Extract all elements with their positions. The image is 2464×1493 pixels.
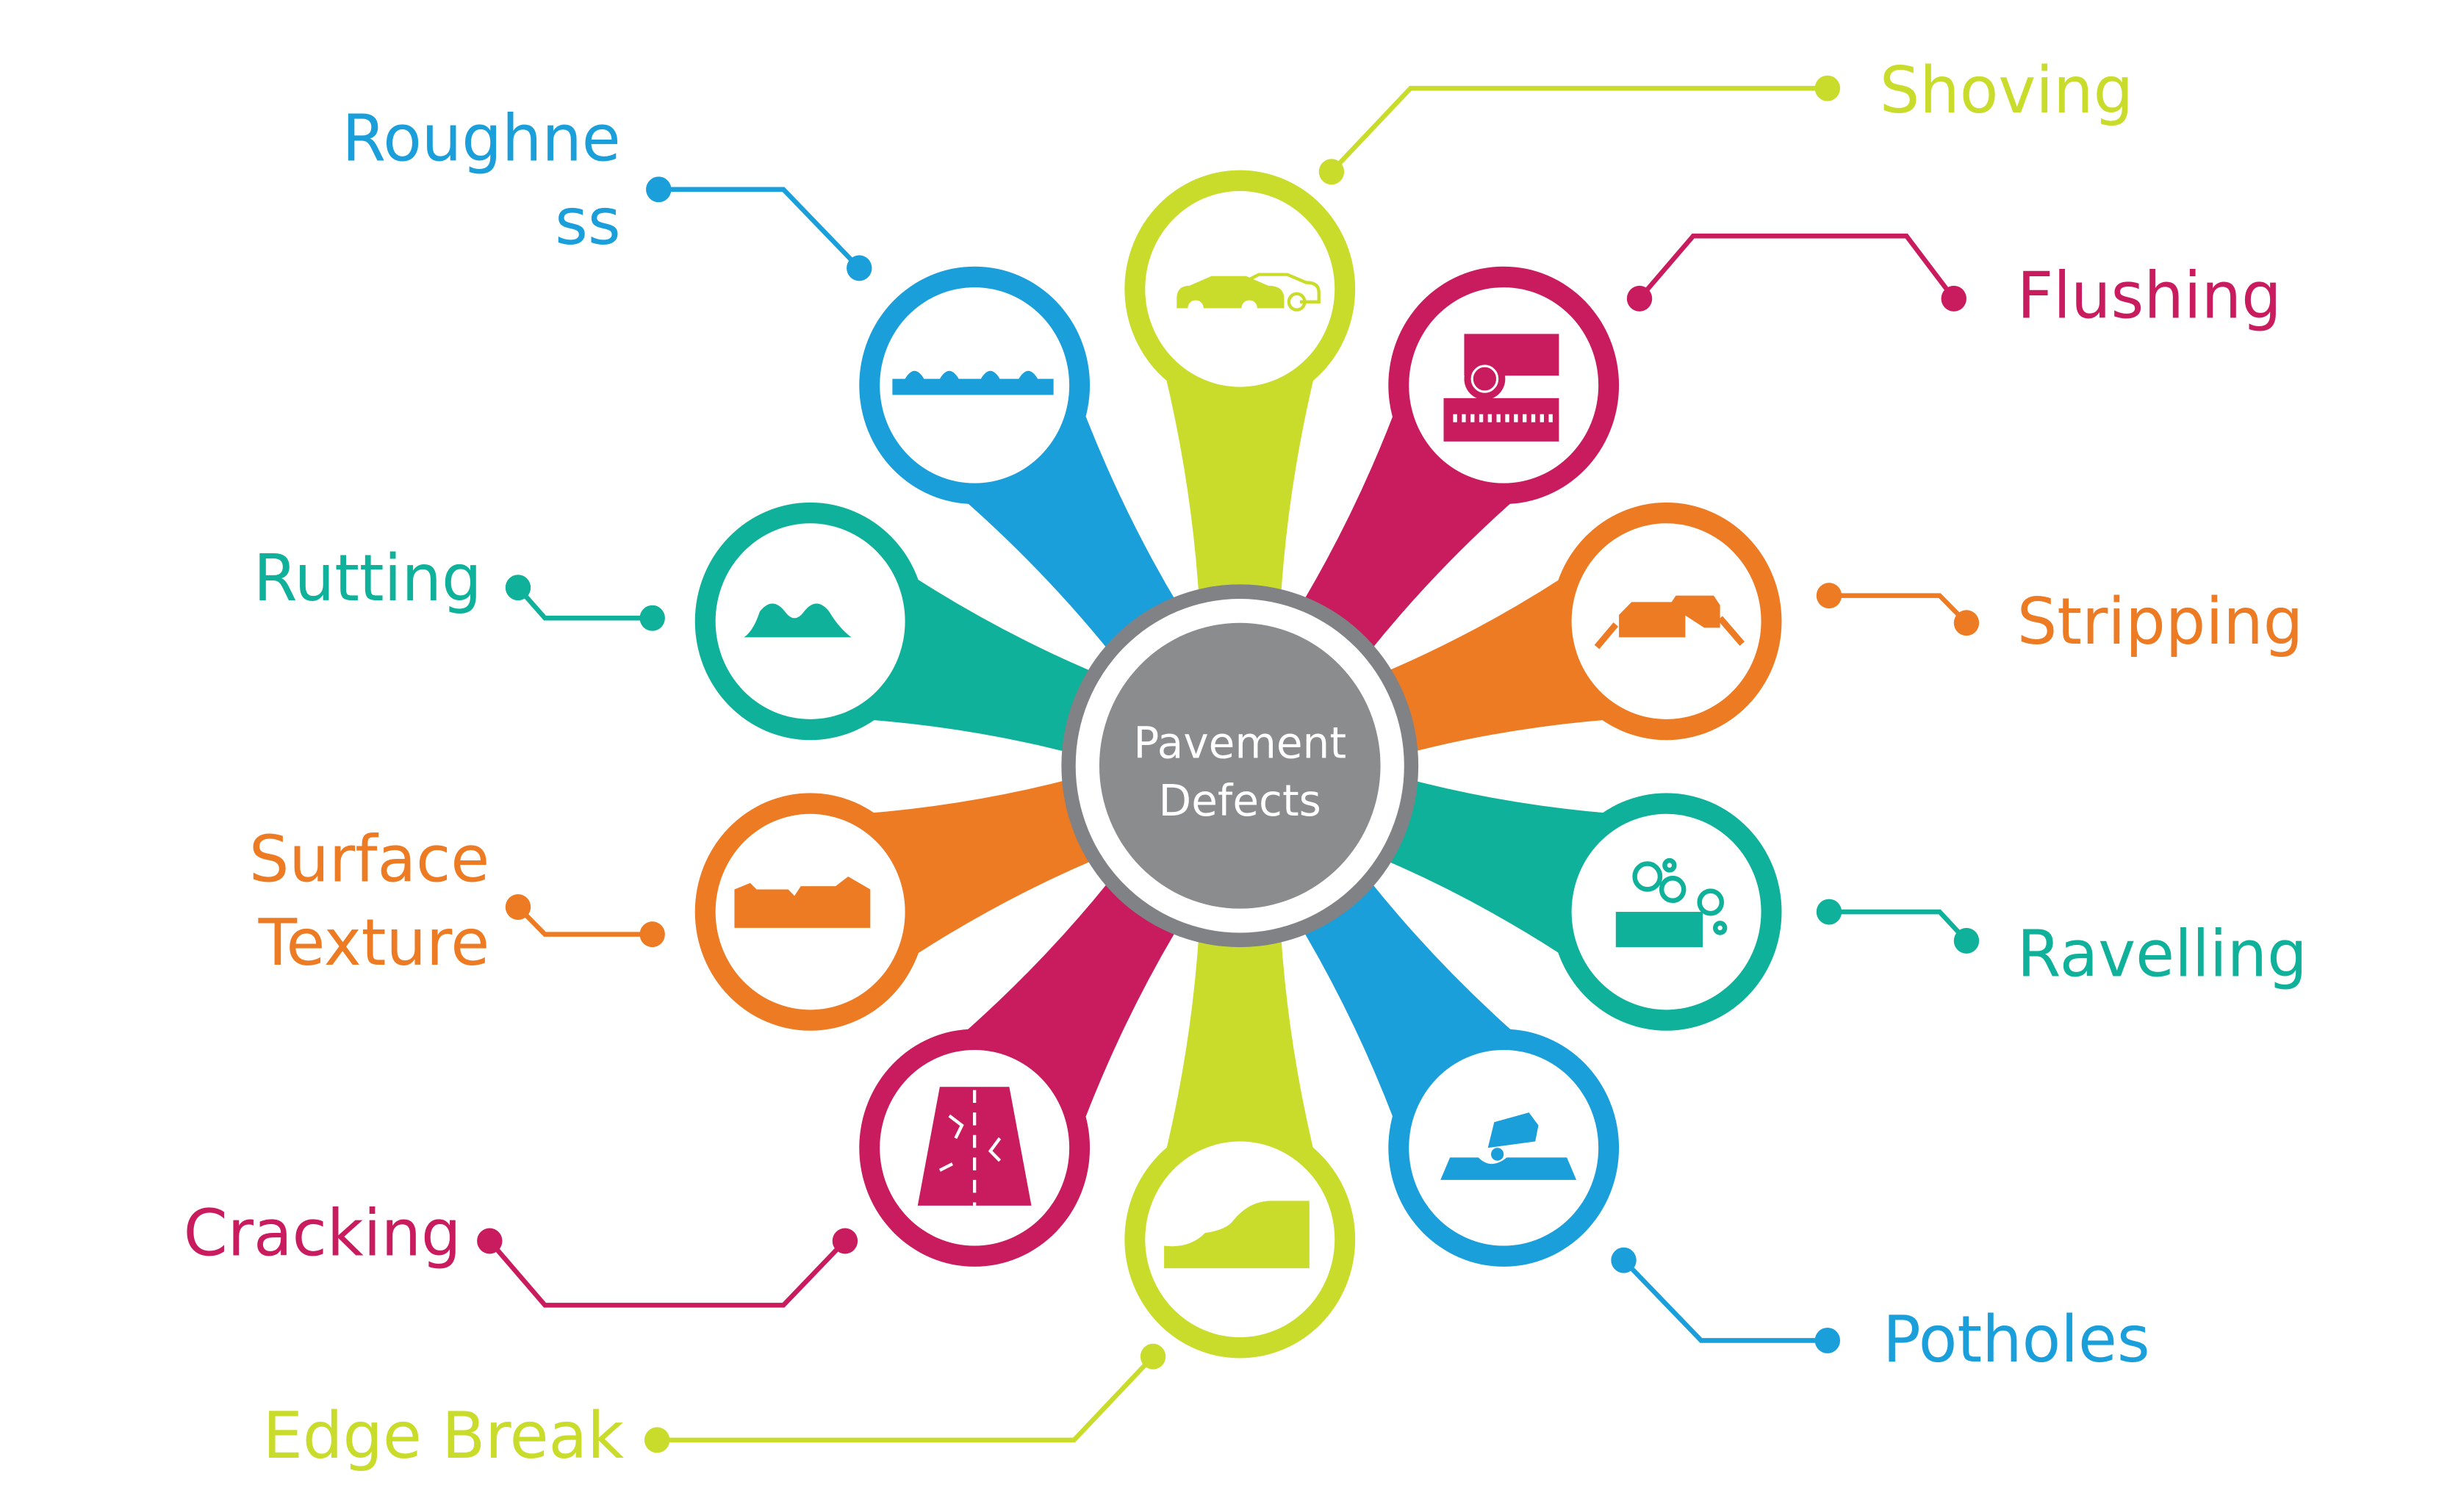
center-title-line2: Defects — [1159, 776, 1321, 827]
rutting-label: Rutting — [254, 542, 482, 616]
edge-break-connector — [644, 1343, 1166, 1453]
stripping-label: Stripping — [2017, 586, 2304, 660]
edge-break-stem — [1141, 766, 1338, 1240]
surface-texture-petal — [694, 793, 926, 1031]
cracked-road-icon — [917, 1087, 1032, 1206]
surface-texture-connector — [505, 894, 665, 948]
surface-texture-label: Texture — [258, 907, 490, 981]
flushing-petal — [1388, 266, 1620, 505]
shoving-stem — [1141, 289, 1338, 766]
ravelling-label: Ravelling — [2017, 918, 2307, 992]
shoving-petal — [1124, 170, 1356, 408]
roughness-label: Roughne — [342, 102, 620, 176]
roller-icon — [1443, 334, 1559, 442]
stripping-connector — [1816, 583, 1980, 636]
cracking-connector — [477, 1228, 858, 1308]
wavy-surface-icon — [892, 370, 1054, 395]
center-hub: Pavement Defects — [1061, 584, 1419, 948]
rutting-connector — [505, 575, 665, 631]
stripping-petal — [1551, 502, 1782, 741]
car-pothole-icon — [1440, 1112, 1577, 1180]
roughness-connector — [646, 176, 872, 281]
surface-texture-icon — [734, 876, 871, 928]
cars-icon — [1594, 595, 1745, 650]
loose-stones-icon — [1615, 857, 1728, 948]
potholes-label: Potholes — [1883, 1303, 2150, 1377]
ravelling-petal — [1551, 793, 1782, 1031]
edge-break-icon — [1164, 1201, 1310, 1269]
potholes-petal — [1388, 1029, 1620, 1267]
shoving-label: Shoving — [1880, 54, 2133, 128]
ravelling-connector — [1816, 899, 1980, 954]
cracking-label: Cracking — [184, 1197, 461, 1271]
center-title-line1: Pavement — [1133, 718, 1346, 769]
roughness-label: ss — [555, 185, 621, 259]
edge-break-petal — [1124, 1120, 1356, 1359]
rut-icon — [744, 603, 852, 638]
flushing-connector — [1626, 233, 1966, 312]
flushing-label: Flushing — [2017, 259, 2282, 334]
rutting-petal — [694, 502, 926, 741]
surface-texture-label: Surface — [249, 823, 489, 897]
roughness-petal — [859, 266, 1091, 505]
cracking-petal — [859, 1029, 1091, 1267]
potholes-connector — [1611, 1247, 1841, 1353]
edge-break-label: Edge Break — [263, 1399, 624, 1473]
shoving-connector — [1318, 75, 1841, 185]
car-skid-icon — [1177, 273, 1321, 317]
